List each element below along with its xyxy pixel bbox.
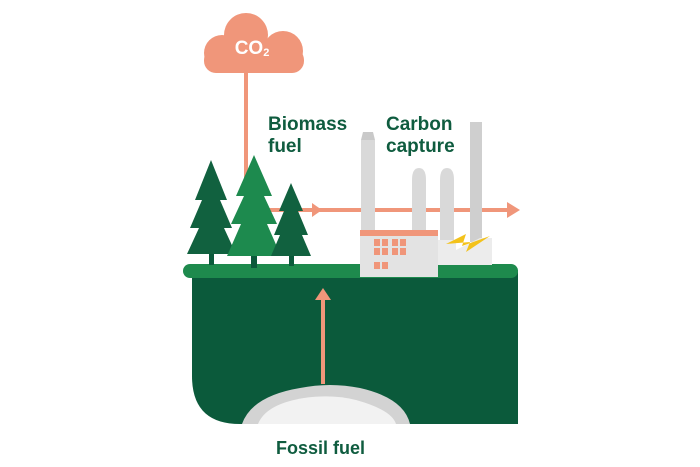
co2-label: CO2 — [234, 38, 270, 59]
ground-surface — [183, 264, 518, 278]
tree-icon — [271, 183, 311, 266]
tree-icon — [227, 155, 281, 268]
factory-icon — [360, 230, 492, 277]
lightning-bolt-icon — [446, 234, 490, 252]
chimney-icon — [361, 132, 375, 240]
fossil-fuel-label: Fossil fuel — [276, 438, 366, 458]
tree-icon — [187, 160, 236, 265]
chimney-icon — [440, 168, 454, 258]
biomass-fuel-label: Biomass fuel — [268, 114, 348, 157]
co2-cloud-icon — [204, 13, 304, 73]
chimney-icon — [470, 122, 482, 242]
ground-block — [192, 270, 518, 424]
carbon-capture-label: Carbon capture — [386, 114, 455, 157]
